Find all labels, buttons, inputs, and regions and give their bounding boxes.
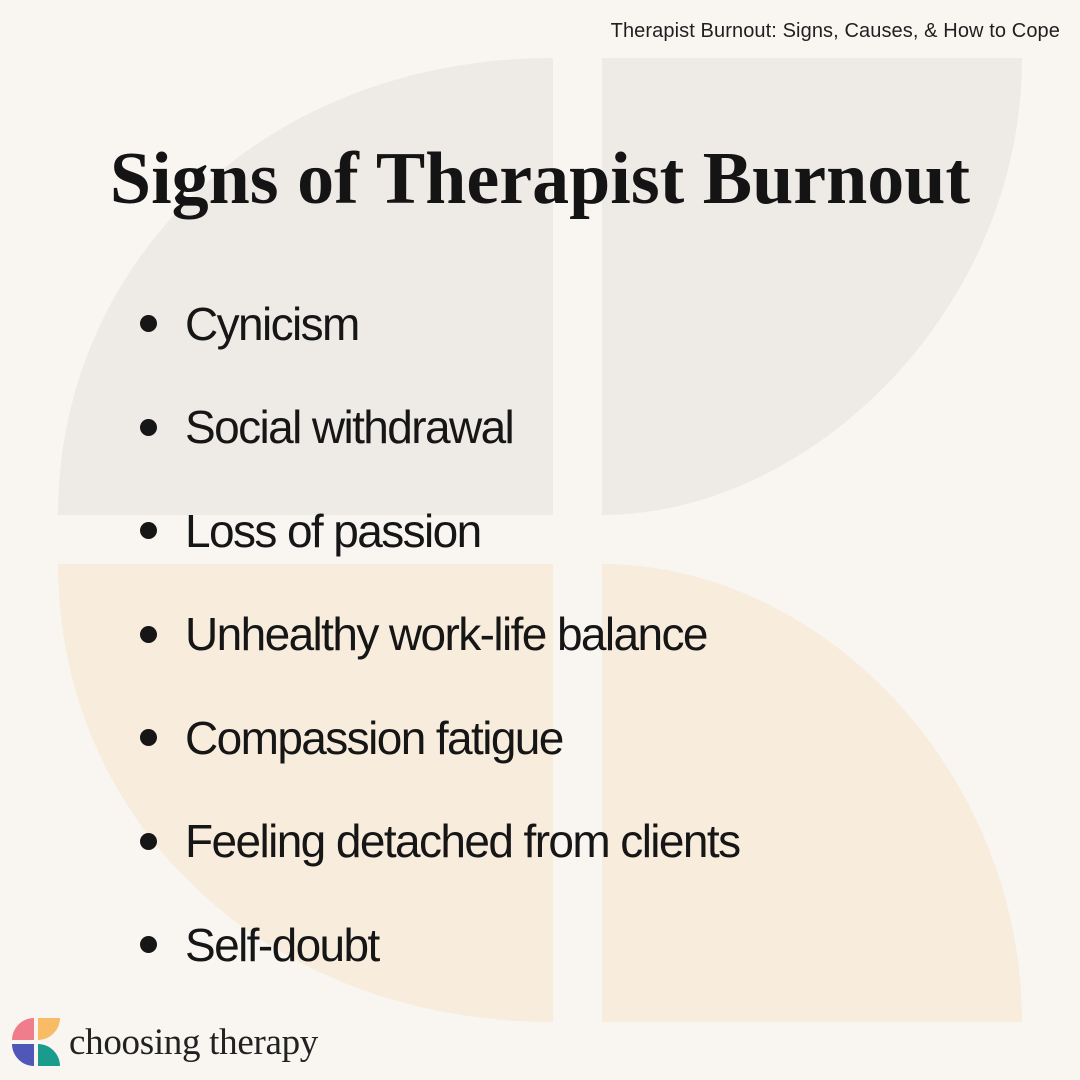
choosing-therapy-logo-icon — [12, 1018, 60, 1066]
bullet-dot-icon — [140, 729, 157, 747]
list-item: Loss of passion — [140, 479, 739, 583]
sign-text: Loss of passion — [185, 504, 482, 557]
bullet-dot-icon — [140, 832, 157, 850]
quarter-circle-top-right — [602, 58, 1022, 515]
logo-petal-yellow — [38, 1018, 60, 1040]
sign-text: Self-doubt — [185, 918, 380, 971]
list-item: Feeling detached from clients — [140, 790, 741, 894]
list-item: Unhealthy work-life balance — [140, 583, 739, 687]
brand-logo: choosing therapy — [12, 1018, 318, 1066]
article-caption: Therapist Burnout: Signs, Causes, & How … — [610, 20, 1060, 42]
sign-text: Social withdrawal — [185, 401, 515, 454]
bullet-dot-icon — [140, 522, 157, 540]
bullet-dot-icon — [140, 315, 157, 333]
bullet-dot-icon — [140, 625, 157, 643]
quarter-circle-top-left — [58, 58, 553, 515]
list-item: Social withdrawal — [140, 376, 739, 480]
logo-petal-blue — [12, 1044, 34, 1066]
page-title: Signs of Therapist Burnout — [109, 138, 971, 220]
bullet-dot-icon — [140, 936, 157, 954]
list-item: Self-doubt — [140, 893, 739, 997]
quarter-circle-bottom-left — [58, 564, 553, 1022]
signs-list: Cynicism Social withdrawal Loss of passi… — [140, 272, 741, 997]
sign-text: Unhealthy work-life balance — [185, 608, 708, 661]
list-item: Compassion fatigue — [140, 686, 739, 790]
sign-text: Cynicism — [185, 297, 360, 350]
quarter-circle-bottom-right — [602, 564, 1022, 1022]
logo-petal-pink — [12, 1018, 34, 1040]
list-item: Cynicism — [140, 272, 739, 376]
sign-text: Feeling detached from clients — [185, 815, 741, 868]
sign-text: Compassion fatigue — [185, 711, 564, 764]
logo-petal-teal — [38, 1044, 60, 1066]
brand-name: choosing therapy — [69, 1021, 318, 1063]
bullet-dot-icon — [140, 418, 157, 436]
